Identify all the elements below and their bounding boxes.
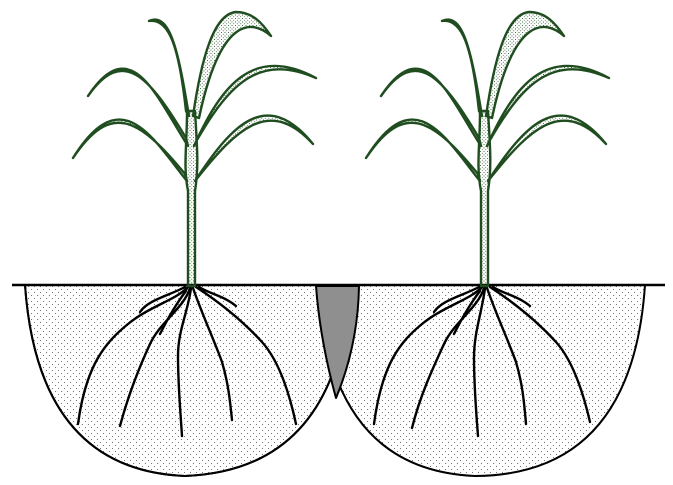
leaf-middle-left bbox=[381, 69, 481, 146]
leaf-middle-right bbox=[487, 66, 609, 146]
leaf-lower-left bbox=[366, 120, 480, 181]
leaf-lower-right bbox=[195, 116, 313, 181]
leaf-upper-left bbox=[442, 20, 482, 116]
left-root-zone bbox=[25, 285, 350, 476]
right-root-zone bbox=[318, 285, 645, 476]
plants bbox=[73, 12, 609, 286]
leaf-lower-right bbox=[488, 116, 606, 181]
stem bbox=[478, 111, 490, 286]
stem bbox=[185, 111, 197, 286]
leaf-lower-left bbox=[73, 120, 187, 181]
leaf-middle-left bbox=[88, 69, 188, 146]
leaf-top-right bbox=[486, 12, 564, 118]
leaf-upper-left bbox=[149, 20, 189, 116]
right-plant bbox=[366, 12, 609, 286]
left-plant bbox=[73, 12, 316, 286]
leaf-middle-right bbox=[194, 66, 316, 146]
leaf-top-right bbox=[193, 12, 271, 118]
